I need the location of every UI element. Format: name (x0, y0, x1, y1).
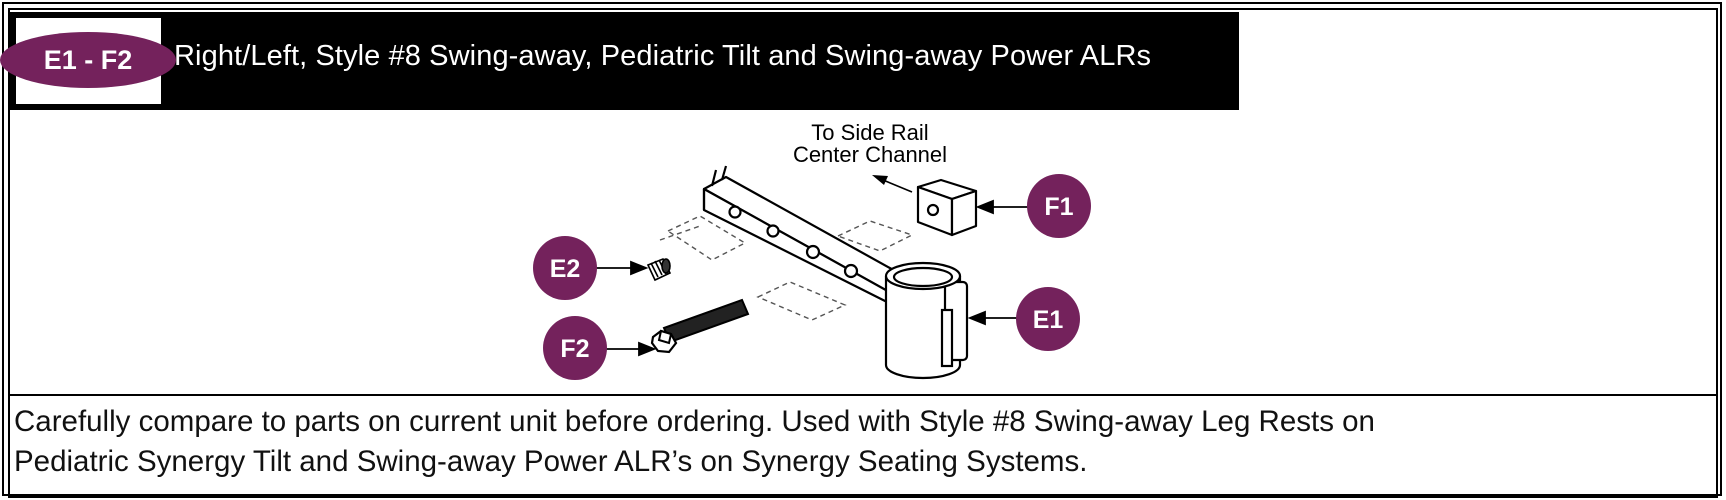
callout-f2-label: F2 (560, 335, 589, 363)
hex-bolt (650, 298, 750, 354)
channel-note-line1: To Side Rail (811, 120, 928, 145)
caption: Carefully compare to parts on current un… (14, 402, 1714, 482)
part-range-badge: E1 - F2 (0, 32, 176, 88)
page-title: Right/Left, Style #8 Swing-away, Pediatr… (174, 40, 1152, 72)
callout-e1-label: E1 (1033, 306, 1064, 334)
inner-frame (8, 8, 1718, 498)
callout-f2: F2 (543, 316, 607, 380)
callout-leaders (595, 199, 1030, 357)
caption-divider (8, 394, 1718, 396)
bracket-bar (702, 165, 917, 307)
assembly-guide-lines (659, 215, 914, 321)
callout-e1: E1 (1016, 287, 1080, 351)
callout-e2: E2 (533, 236, 597, 300)
caption-line-2: Pediatric Synergy Tilt and Swing-away Po… (14, 445, 1088, 478)
callout-f1-label: F1 (1044, 193, 1073, 221)
channel-nut (916, 178, 978, 237)
hinge-cylinder (884, 261, 969, 380)
channel-arrow (872, 175, 913, 193)
set-screw (646, 257, 672, 282)
callout-f1: F1 (1027, 174, 1091, 238)
callout-e2-label: E2 (550, 255, 581, 283)
header-bar (10, 12, 1239, 110)
caption-line-1: Carefully compare to parts on current un… (14, 405, 1375, 438)
channel-note-line2: Center Channel (793, 142, 947, 167)
parts-diagram: To Side Rail Center Channel F1 E2 E1 F2 (533, 120, 1091, 380)
